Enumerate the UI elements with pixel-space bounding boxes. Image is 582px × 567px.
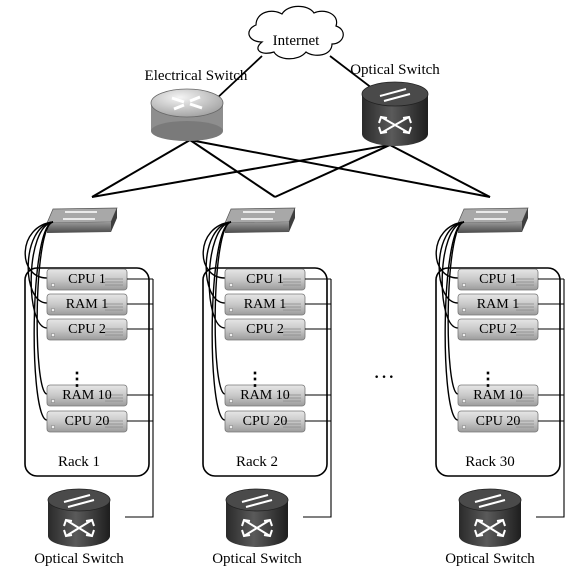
optical-arrows-icon [378,88,412,135]
module-cpu-1: CPU 1 [457,268,564,291]
rack-optical-switch [47,488,111,547]
module-cpu-2: CPU 2 [224,318,331,341]
tor-switch [46,207,118,233]
rack-frame [24,267,150,477]
module-label: CPU 1 [68,272,106,287]
module-label: RAM 1 [66,297,108,312]
module-label: RAM 1 [477,297,519,312]
optical-arrows-icon [63,494,95,538]
module-label: CPU 1 [479,272,517,287]
module-cpu-1: CPU 1 [46,268,153,291]
module-label: RAM 1 [244,297,286,312]
rack-label: Rack 2 [236,454,278,470]
switch-arrows-icon [241,211,275,220]
core-optical-switch-label: Optical Switch [350,62,440,78]
module-ram-1: RAM 1 [46,293,153,316]
rack-frame [202,267,328,477]
internet-label: Internet [273,33,320,49]
rack-2: CPU 1 RAM 1 CPU 2 RAM 10 CPU 20 ⋮ Rack 2 Optica… [202,207,332,567]
optical-trunk [536,279,565,518]
rack-3: CPU 1 RAM 1 CPU 2 RAM 10 CPU 20 ⋮ Rack 30 Optic… [435,207,565,567]
module-label: CPU 20 [476,414,521,429]
module-ram-1: RAM 1 [224,293,331,316]
vertical-dots: ⋮ [479,369,497,389]
electrical-switch-label: Electrical Switch [145,68,248,84]
switch-arrows-icon [63,211,97,220]
tor-links [202,221,232,421]
module-label: RAM 10 [62,388,111,403]
module-label: CPU 2 [68,322,106,337]
tor-links [24,221,54,421]
module-label: CPU 20 [65,414,110,429]
module-ram-10: RAM 10 [224,384,331,407]
rack-1: CPU 1 RAM 1 CPU 2 RAM 10 CPU 20 ⋮ Rack 1 Optica… [24,207,154,567]
module-cpu-20: CPU 20 [46,410,153,433]
module-label: RAM 10 [473,388,522,403]
module-cpu-20: CPU 20 [224,410,331,433]
module-label: CPU 2 [246,322,284,337]
module-cpu-1: CPU 1 [224,268,331,291]
module-cpu-2: CPU 2 [46,318,153,341]
optical-arrows-icon [241,494,273,538]
rack-frame [435,267,561,477]
internet-cloud: Internet [248,5,344,60]
module-cpu-20: CPU 20 [457,410,564,433]
module-cpu-2: CPU 2 [457,318,564,341]
rack-optical-switch-label: Optical Switch [212,551,302,567]
module-label: RAM 10 [240,388,289,403]
switch-arrows-icon [474,211,508,220]
module-ram-1: RAM 1 [457,293,564,316]
rack-optical-switch-label: Optical Switch [34,551,124,567]
vertical-dots: ⋮ [246,369,264,389]
module-ram-10: RAM 10 [457,384,564,407]
tor-switch [224,207,296,233]
rack-label: Rack 1 [58,454,100,470]
tor-switch [457,207,529,233]
rack-optical-switch-label: Optical Switch [445,551,535,567]
rack-ellipsis: ··· [373,364,395,389]
router-arrows-icon [171,95,203,111]
electrical-switch: Electrical Switch [145,68,248,141]
module-label: CPU 20 [243,414,288,429]
rack-optical-switch [458,488,522,547]
optical-arrows-icon [474,494,506,538]
module-label: CPU 1 [246,272,284,287]
optical-trunk [303,279,332,518]
core-optical-switch: Optical Switch [350,62,440,146]
module-label: CPU 2 [479,322,517,337]
module-ram-10: RAM 10 [46,384,153,407]
optical-trunk [125,279,154,518]
racks: CPU 1 RAM 1 CPU 2 RAM 10 CPU 20 ⋮ Rack 1 Optica… [24,207,565,567]
aggregation-links [91,139,491,198]
rack-optical-switch [225,488,289,547]
vertical-dots: ⋮ [68,369,86,389]
rack-label: Rack 30 [465,454,515,470]
tor-links [435,221,465,421]
